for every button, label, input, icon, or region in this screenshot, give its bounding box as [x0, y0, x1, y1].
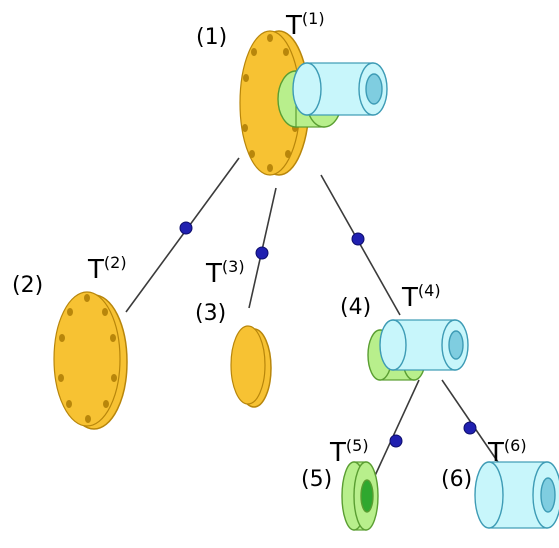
part-4-number-label: (4) [340, 295, 371, 320]
part-1-transform-label: T(1) [285, 9, 325, 41]
edge-node-dot [351, 232, 365, 246]
edge-1-3 [248, 187, 277, 309]
part-6-number-label: (6) [441, 467, 472, 492]
edge-4-5 [372, 379, 420, 481]
edge-node-dot [179, 221, 193, 235]
part-6-transform-label: T(6) [487, 436, 527, 468]
part-5-number-label: (5) [301, 467, 332, 492]
part-2-transform-label: T(2) [87, 253, 127, 285]
part-4-hub-pipe [367, 319, 469, 381]
part-2-number-label: (2) [12, 273, 43, 298]
edge-node-dot [389, 434, 403, 448]
edge-node-dot [463, 421, 477, 435]
edge-1-2 [125, 157, 240, 313]
edge-node-dot [255, 246, 269, 260]
part-1-assembly [239, 30, 388, 176]
edge-line [125, 157, 240, 313]
edge-line [372, 379, 420, 481]
part-6-pipe [474, 461, 559, 529]
part-1-number-label: (1) [196, 25, 227, 50]
part-3-small-disc [230, 325, 272, 408]
part-5-ring [341, 461, 379, 531]
part-3-number-label: (3) [195, 301, 226, 326]
pipe-body [379, 319, 469, 371]
part-5-transform-label: T(5) [329, 436, 369, 468]
part-2-flange-disc [53, 291, 128, 430]
labels: (1) T(1) (2) T(2) (3) T(3) (4) T(4) (5) … [12, 9, 527, 492]
connectors [125, 157, 501, 481]
part-4-transform-label: T(4) [401, 281, 441, 313]
edge-4-6 [441, 379, 501, 466]
part-3-transform-label: T(3) [205, 257, 245, 289]
pipe-body [292, 62, 388, 116]
edge-1-4 [320, 174, 401, 316]
